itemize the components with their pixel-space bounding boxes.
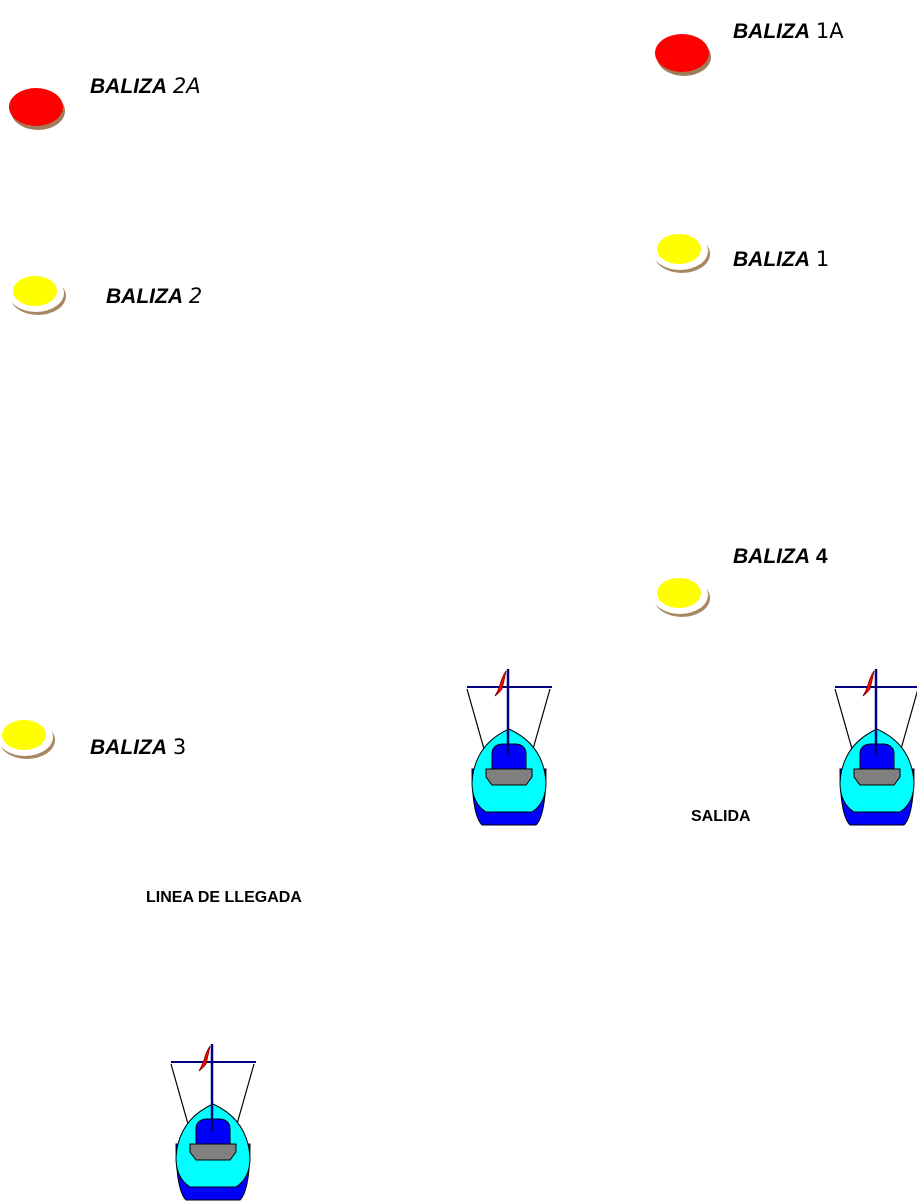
buoy-label-4: BALIZA 4 xyxy=(733,545,828,569)
start-caption: SALIDA xyxy=(691,808,751,825)
buoy-label-3: BALIZA 3 xyxy=(90,735,186,760)
finish-caption: LINEA DE LLEGADA xyxy=(146,889,302,906)
buoy-keyword: BALIZA xyxy=(733,20,810,43)
yellow-buoy-2 xyxy=(8,274,66,315)
red-buoy-1a xyxy=(655,34,711,76)
buoy-label-1a: BALIZA 1A xyxy=(733,19,844,44)
buoy-keyword: BALIZA xyxy=(90,736,167,759)
yellow-buoy-3 xyxy=(0,718,55,759)
finish-line-boat xyxy=(169,1042,258,1202)
buoy-number: 2 xyxy=(188,284,203,308)
buoy-label-1: BALIZA 1 xyxy=(733,247,829,272)
start-line-boat-left xyxy=(465,667,554,827)
yellow-buoy-1 xyxy=(652,232,710,273)
buoy-number: 4 xyxy=(815,545,828,568)
buoy-label-2: BALIZA 2 xyxy=(106,284,202,309)
buoy-number: 3 xyxy=(172,735,187,759)
start-line-boat-right xyxy=(833,667,917,827)
buoy-number: 2A xyxy=(172,74,201,98)
buoy-keyword: BALIZA xyxy=(733,545,810,568)
buoy-label-2a: BALIZA 2A xyxy=(90,74,201,99)
buoy-keyword: BALIZA xyxy=(90,75,167,98)
buoy-number: 1 xyxy=(815,247,830,271)
buoy-keyword: BALIZA xyxy=(106,285,183,308)
yellow-buoy-4 xyxy=(652,576,710,617)
buoy-keyword: BALIZA xyxy=(733,248,810,271)
buoy-number: 1A xyxy=(815,19,844,43)
red-buoy-2a xyxy=(9,88,65,130)
